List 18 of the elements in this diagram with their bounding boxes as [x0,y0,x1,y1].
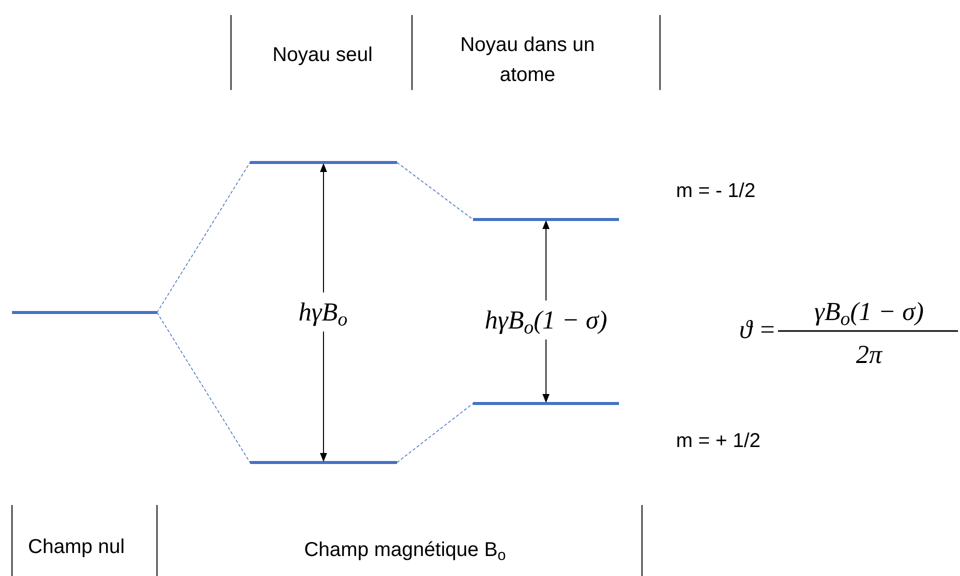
region-label: Champ magnétique B$_{o}$ [303,538,507,565]
region-label: Champ nul [28,535,125,560]
dashed-connector [156,162,250,313]
dashed-connector [156,312,250,463]
column-heading: Noyau dans un atome [459,33,596,88]
formula-denominator: 2π [854,339,884,371]
dashed-connector [396,403,474,463]
energy-level-bar [250,461,397,464]
column-heading: Noyau seul [271,43,374,68]
formula-text: ϑ = [738,314,776,346]
energy-level-bar [473,218,619,221]
spin-state-label: m = + 1/2 [676,429,760,454]
dashed-connector [396,162,474,220]
energy-level-bar [250,161,397,164]
formula-numerator: γB$_{o}$(1 − σ) [813,296,925,331]
energy-level-bar [473,402,619,405]
energy-level-bar [12,311,157,314]
spin-state-label: m = - 1/2 [676,179,756,204]
